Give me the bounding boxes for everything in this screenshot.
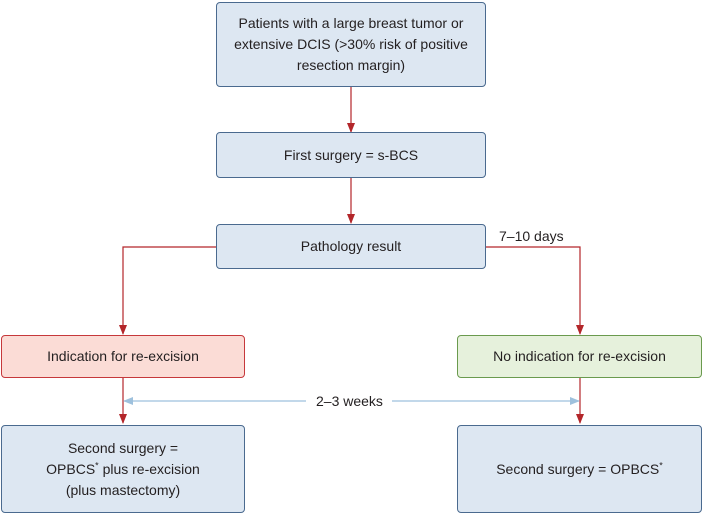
arrow-pathology-to-no-indication [485,246,584,335]
asterisk-footnote: * [659,459,663,470]
pathology-label: Pathology result [300,238,402,254]
re-excision-text: plus re-excision [98,460,200,477]
opbcs-text: OPBCS [46,460,96,477]
pathology-box: Pathology result [216,224,486,269]
indication-box: Indication for re-excision [1,335,245,378]
second-left-line-1: Second surgery = [67,439,179,456]
first-surgery-label: First surgery = s-BCS [283,146,419,163]
second-left-line-2: OPBCS* plus re-excision [46,459,200,480]
indication-label: Indication for re-excision [47,348,199,364]
start-box-line-3: resection margin) [296,57,406,73]
asterisk-footnote: * [95,459,99,470]
second-surgery-left-box: Second surgery = OPBCS* plus re-excision… [1,425,245,513]
days-label: 7–10 days [499,228,564,244]
start-box-line-1: Patients with a large breast tumor or [238,15,464,31]
second-right-text: Second surgery = OPBCS [496,460,660,477]
weeks-label: 2–3 weeks [316,393,383,409]
arrow-pathology-to-indication [119,246,217,335]
no-indication-label: No indication for re-excision [493,348,666,364]
no-indication-box: No indication for re-excision [457,335,702,378]
start-box-line-2: extensive DCIS (>30% risk of positive [234,36,468,52]
second-left-line-3: (plus mastectomy) [65,481,181,498]
second-surgery-right-box: Second surgery = OPBCS* [457,425,702,513]
start-box: Patients with a large breast tumor or ex… [216,2,486,87]
first-surgery-box: First surgery = s-BCS [216,132,486,178]
